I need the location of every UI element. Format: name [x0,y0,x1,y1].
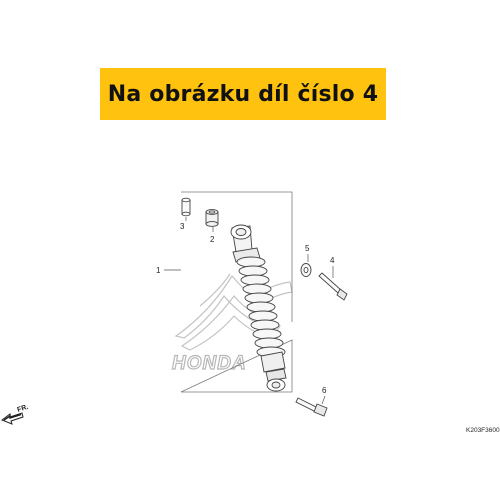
callout-6: 6 [322,386,327,395]
shock-absorber [230,224,287,392]
callout-5: 5 [305,244,310,253]
front-arrow-label: FR. [16,404,29,414]
lower-bolt-part [295,397,328,417]
collar-part [181,197,191,217]
washer-part [300,263,312,277]
banner-text: Na obrázku díl číslo 4 [107,81,379,107]
bushing-part [205,209,219,227]
callout-4: 4 [330,256,335,265]
honda-brand-watermark: HONDA [172,353,247,374]
front-arrow-icon [0,412,24,425]
upper-bolt-part [318,272,348,301]
callout-3: 3 [180,222,185,231]
assembly-outline [180,191,293,393]
figure-code: K203F3600 [466,427,500,434]
highlight-banner: Na obrázku díl číslo 4 [100,68,386,120]
callout-2: 2 [210,235,215,244]
callout-1: 1 [156,266,161,275]
